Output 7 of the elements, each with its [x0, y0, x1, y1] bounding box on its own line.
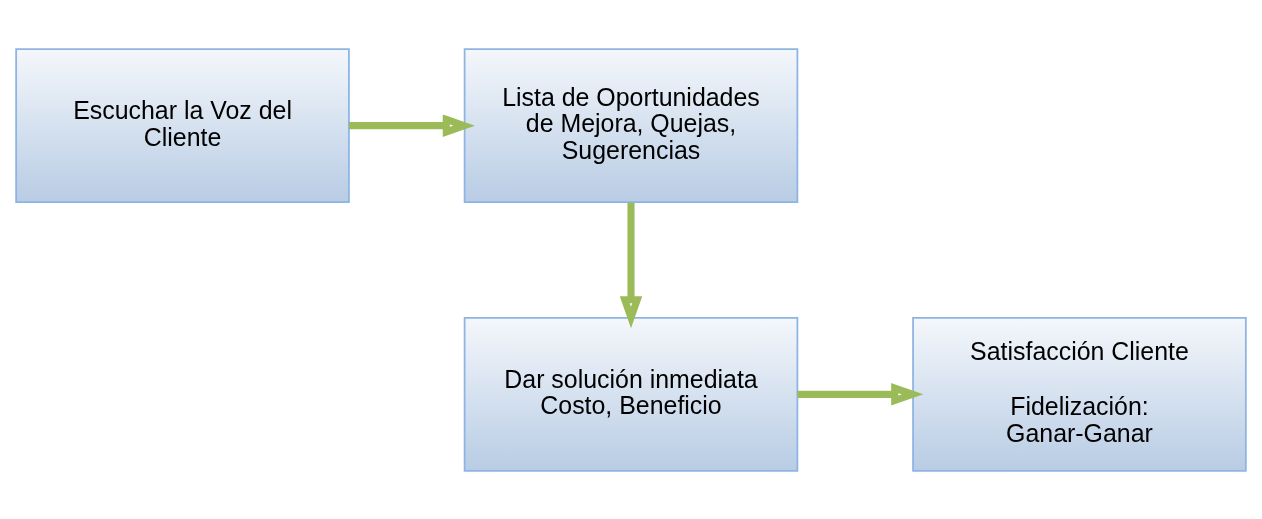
node-box: Lista de Oportunidades de Mejora, Quejas, Sugerencias	[463, 47, 799, 203]
arrow	[619, 202, 643, 328]
arrow	[348, 113, 475, 137]
node-box: Satisfacción Cliente Fidelización: Ganar-Ganar	[912, 316, 1247, 472]
node-box: Escuchar la Voz del Cliente	[15, 47, 350, 203]
arrow	[797, 382, 924, 406]
node-box: Dar solución inmediata Costo, Beneficio	[463, 316, 799, 472]
